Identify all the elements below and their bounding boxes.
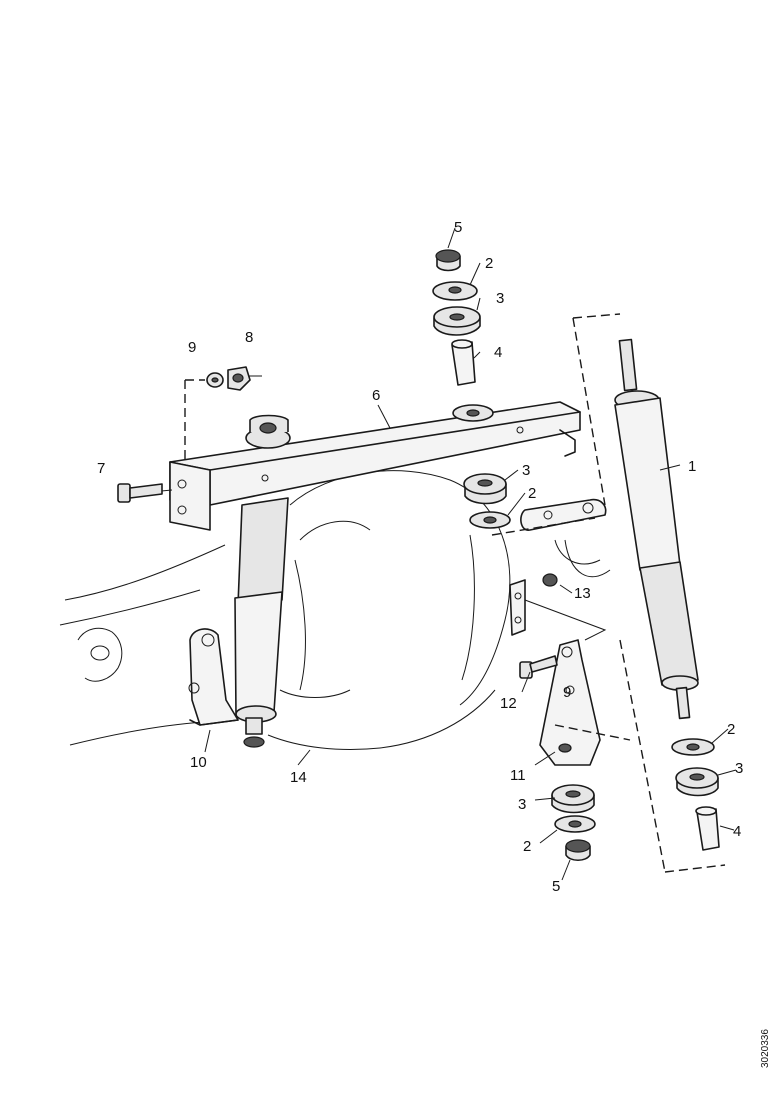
callout-2-mid: 2 (528, 485, 536, 502)
callout-2-top: 2 (485, 255, 493, 272)
link-bracket (520, 498, 611, 578)
callout-9-mid: 9 (563, 684, 571, 701)
bracket-11 (539, 639, 601, 766)
callout-3-right: 3 (735, 760, 743, 777)
shock-absorber-left (234, 497, 289, 748)
callout-8: 8 (245, 329, 253, 346)
shock-absorber-1 (572, 313, 726, 873)
mid-mount-stack (463, 473, 511, 529)
figure-code: 3020336 (760, 1029, 771, 1068)
callout-7: 7 (97, 460, 105, 477)
lower-right-stack (671, 738, 720, 851)
callout-labels: 5 2 3 4 9 8 6 7 3 2 1 13 12 9 2 3 4 11 3… (97, 219, 743, 895)
callout-5-lower: 5 (552, 878, 560, 895)
callout-4-right: 4 (733, 823, 741, 840)
callout-5-top: 5 (454, 219, 462, 236)
callout-2-right: 2 (727, 721, 735, 738)
callout-14: 14 (290, 769, 307, 786)
top-mount-stack (432, 249, 481, 386)
callout-1: 1 (688, 458, 696, 475)
bracket-13-mount (509, 579, 607, 641)
callout-3-mid: 3 (522, 462, 530, 479)
callout-6: 6 (372, 387, 380, 404)
callout-11: 11 (510, 767, 526, 784)
crossmember-6 (169, 401, 581, 531)
bracket-10 (188, 628, 239, 726)
lower-center-stack (551, 784, 596, 862)
callout-10: 10 (190, 754, 207, 771)
callout-12: 12 (500, 695, 517, 712)
fasteners (117, 366, 558, 679)
callout-leaders (204, 227, 737, 881)
callout-2-lower: 2 (523, 838, 531, 855)
callout-3-lower: 3 (518, 796, 526, 813)
callout-3-top: 3 (496, 290, 504, 307)
callout-4-top: 4 (494, 344, 502, 361)
callout-13: 13 (574, 585, 591, 602)
callout-9-top: 9 (188, 339, 196, 356)
